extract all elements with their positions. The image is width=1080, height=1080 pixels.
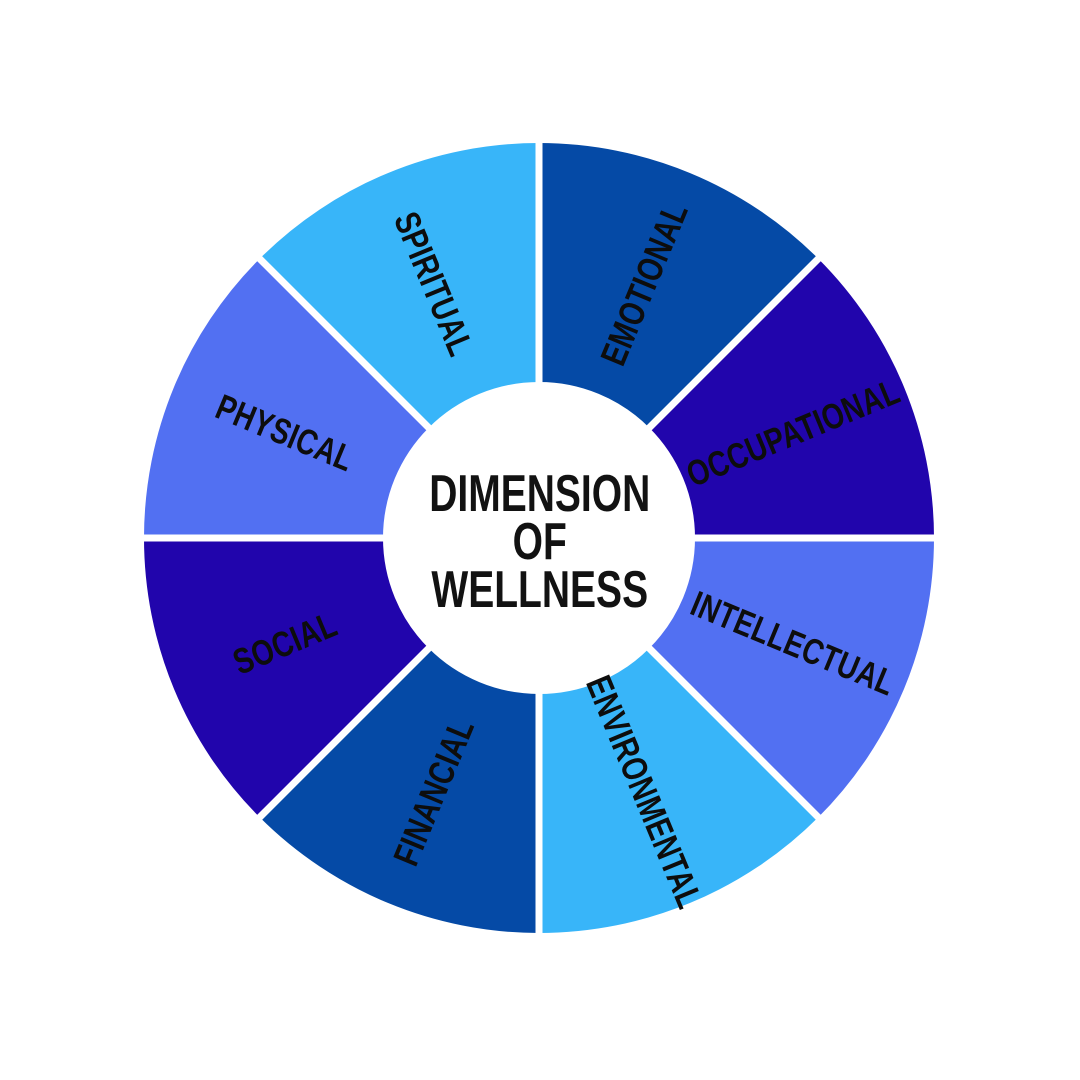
segment-financial xyxy=(259,648,539,933)
segment-emotional xyxy=(539,143,819,428)
segment-divider xyxy=(639,638,824,823)
wheel-title-line-2: OF xyxy=(512,513,567,571)
segment-spiritual xyxy=(259,143,539,428)
segment-divider xyxy=(254,638,439,823)
segment-environmental xyxy=(539,648,819,933)
segment-physical xyxy=(144,258,429,538)
segment-occupational xyxy=(649,258,934,538)
segment-divider xyxy=(254,253,439,438)
segment-intellectual xyxy=(649,538,934,818)
wheel-title-line-1: DIMENSION xyxy=(429,465,651,523)
wheel-title-line-3: WELLNESS xyxy=(431,561,649,619)
segment-social xyxy=(144,538,429,818)
segment-divider xyxy=(639,253,824,438)
wheel-title: DIMENSION OF WELLNESS xyxy=(135,465,945,619)
